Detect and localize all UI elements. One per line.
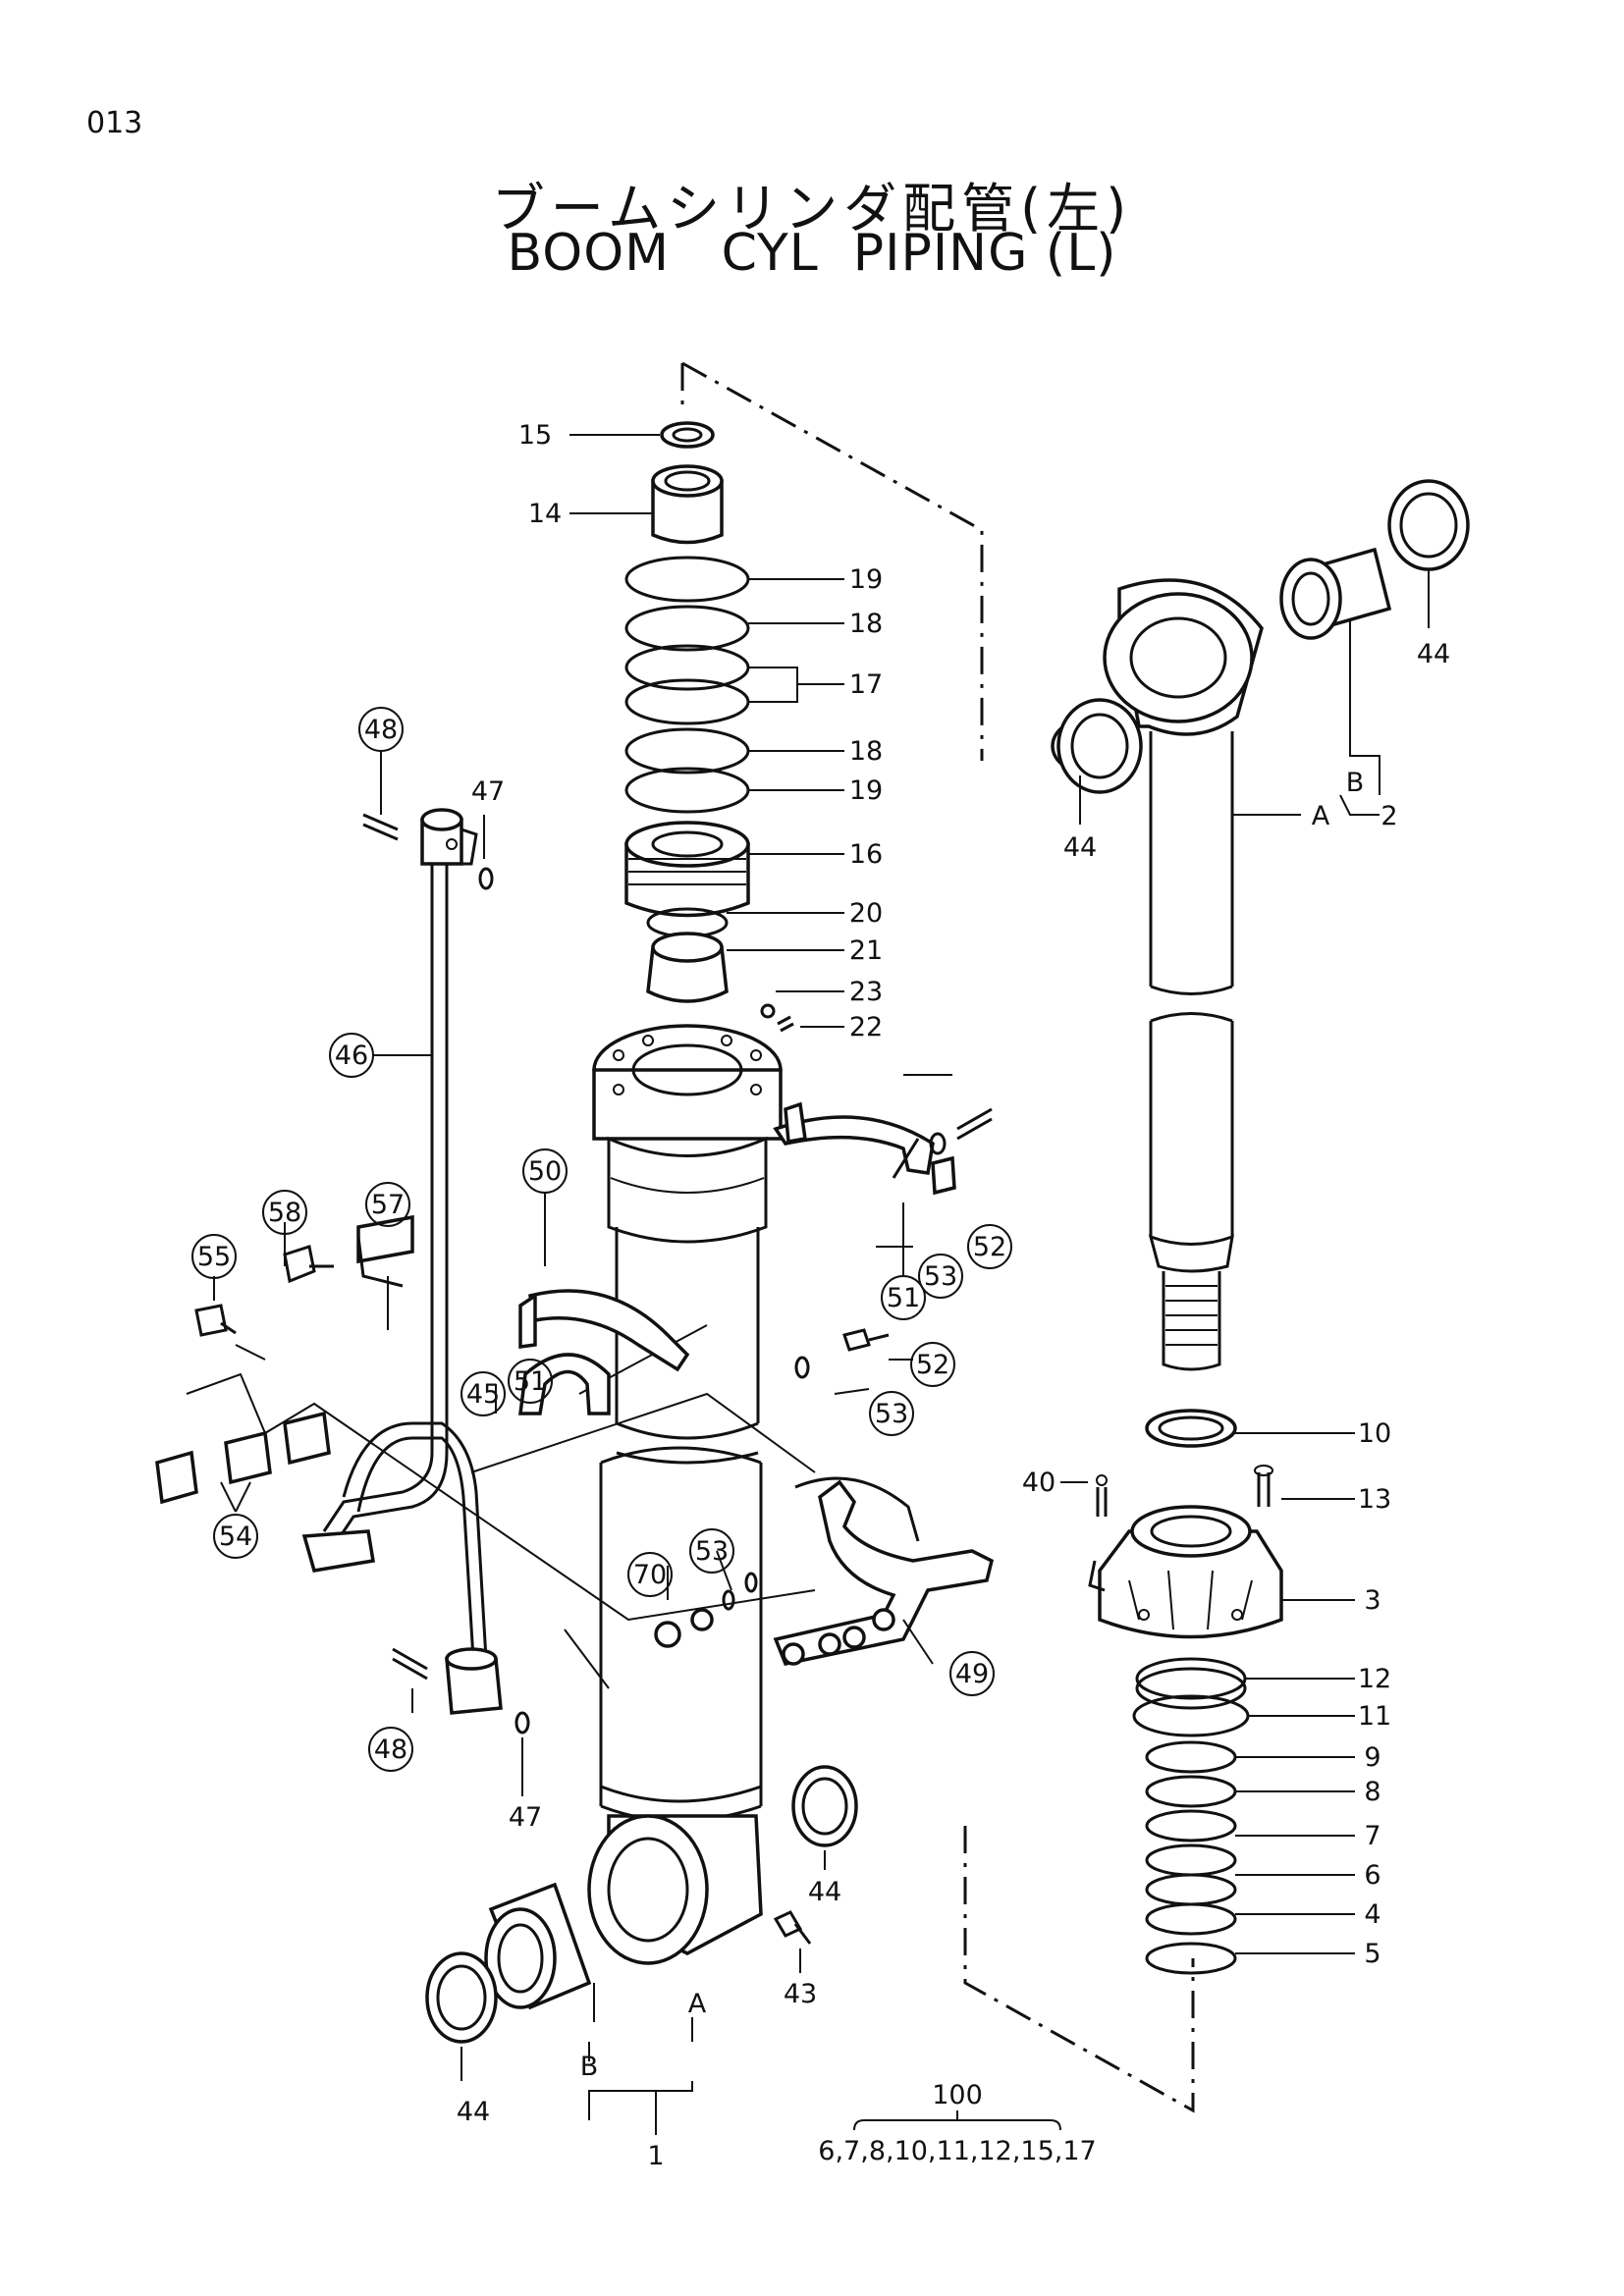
callout-18: 18 <box>849 609 883 639</box>
cylinder-bottom-eye <box>587 1814 763 1965</box>
callout-12: 12 <box>1358 1664 1391 1694</box>
callout-22: 22 <box>849 1012 883 1042</box>
circled-callouts: 48 46 50 58 57 55 54 45 51 51 52 53 52 5… <box>191 707 1012 1772</box>
svg-text:50: 50 <box>528 1156 562 1187</box>
svg-text:53: 53 <box>695 1536 729 1567</box>
svg-text:52: 52 <box>916 1350 949 1380</box>
callout-43: 43 <box>784 1979 817 2009</box>
callout-5: 5 <box>1364 1939 1380 1969</box>
callout-6: 6 <box>1364 1860 1380 1891</box>
leader-lines <box>213 434 1430 2135</box>
circled-callout-55: 55 <box>191 1234 237 1279</box>
circled-callout-45: 45 <box>460 1371 506 1416</box>
piston-rod <box>1051 479 1470 1371</box>
circled-callout-52: 52 <box>910 1342 955 1387</box>
callout-labels: 15 14 19 18 17 18 19 16 20 21 23 22 44 4… <box>457 420 1450 2171</box>
callout-44: 44 <box>808 1877 841 1907</box>
callout-100: 100 <box>932 2080 983 2110</box>
svg-text:51: 51 <box>887 1283 920 1313</box>
svg-text:55: 55 <box>197 1242 231 1272</box>
circled-callout-70: 70 <box>627 1552 673 1597</box>
callout-14: 14 <box>528 499 562 529</box>
svg-text:52: 52 <box>973 1232 1006 1262</box>
circled-callout-58: 58 <box>262 1190 307 1235</box>
svg-text:53: 53 <box>875 1399 908 1429</box>
callout-a: A <box>688 1989 707 2019</box>
circled-callout-48: 48 <box>368 1727 413 1772</box>
title-japanese: ブームシリンダ配管(左) <box>491 178 1133 240</box>
cylinder-tube <box>592 1024 783 1823</box>
callout-44: 44 <box>1417 639 1450 669</box>
circled-callout-48: 48 <box>358 707 404 752</box>
svg-text:51: 51 <box>514 1366 547 1397</box>
callout-9: 9 <box>1364 1742 1380 1773</box>
callout-2: 2 <box>1380 801 1397 831</box>
svg-text:54: 54 <box>219 1522 252 1552</box>
callout-40: 40 <box>1022 1468 1056 1498</box>
circled-callout-53: 53 <box>869 1391 914 1436</box>
circled-callout-52: 52 <box>967 1224 1012 1269</box>
callout-19: 19 <box>849 775 883 806</box>
callout-4: 4 <box>1364 1899 1380 1930</box>
callout-47: 47 <box>509 1802 542 1833</box>
circled-callout-53: 53 <box>918 1254 963 1299</box>
title-english: BOOM CYL PIPING (L) <box>507 224 1117 283</box>
callout-b: B <box>1346 768 1365 798</box>
svg-text:70: 70 <box>633 1560 667 1590</box>
circled-callout-51: 51 <box>508 1359 553 1404</box>
circled-callout-46: 46 <box>329 1033 374 1078</box>
circled-callout-57: 57 <box>365 1182 410 1227</box>
svg-text:49: 49 <box>955 1659 989 1689</box>
callout-21: 21 <box>849 935 883 966</box>
seal-stack-top <box>624 421 794 1033</box>
piping-and-clamps <box>155 808 995 1735</box>
callout-17: 17 <box>849 669 883 700</box>
seal-kit-parts-list: 6,7,8,10,11,12,15,17 <box>818 2136 1096 2166</box>
circled-callout-51: 51 <box>881 1275 926 1320</box>
page-number: 013 <box>86 106 143 140</box>
svg-text:48: 48 <box>364 715 398 745</box>
circled-callout-54: 54 <box>213 1514 258 1559</box>
piston-assembly <box>1088 1409 1283 1975</box>
svg-text:53: 53 <box>924 1261 957 1292</box>
bottom-bushings <box>425 1765 858 2044</box>
callout-47: 47 <box>471 776 505 807</box>
callout-1: 1 <box>647 2141 664 2171</box>
callout-23: 23 <box>849 977 883 1007</box>
callout-a: A <box>1312 801 1330 831</box>
svg-text:57: 57 <box>371 1190 405 1220</box>
svg-text:48: 48 <box>374 1735 407 1765</box>
callout-20: 20 <box>849 898 883 929</box>
callout-15: 15 <box>518 420 552 451</box>
callout-44: 44 <box>1063 832 1097 863</box>
svg-text:45: 45 <box>466 1379 500 1410</box>
callout-16: 16 <box>849 839 883 870</box>
callout-13: 13 <box>1358 1484 1391 1515</box>
circled-callout-50: 50 <box>522 1148 568 1194</box>
callout-18: 18 <box>849 736 883 767</box>
svg-text:58: 58 <box>268 1198 301 1228</box>
callout-3: 3 <box>1364 1585 1380 1616</box>
callout-19: 19 <box>849 564 883 595</box>
callout-7: 7 <box>1364 1821 1380 1851</box>
callout-11: 11 <box>1358 1701 1391 1732</box>
callout-10: 10 <box>1358 1418 1391 1449</box>
callout-8: 8 <box>1364 1777 1380 1807</box>
svg-text:46: 46 <box>335 1041 368 1071</box>
circled-callout-49: 49 <box>949 1651 995 1696</box>
callout-b: B <box>580 2052 599 2082</box>
circled-callout-53: 53 <box>689 1528 734 1574</box>
callout-44: 44 <box>457 2097 490 2127</box>
